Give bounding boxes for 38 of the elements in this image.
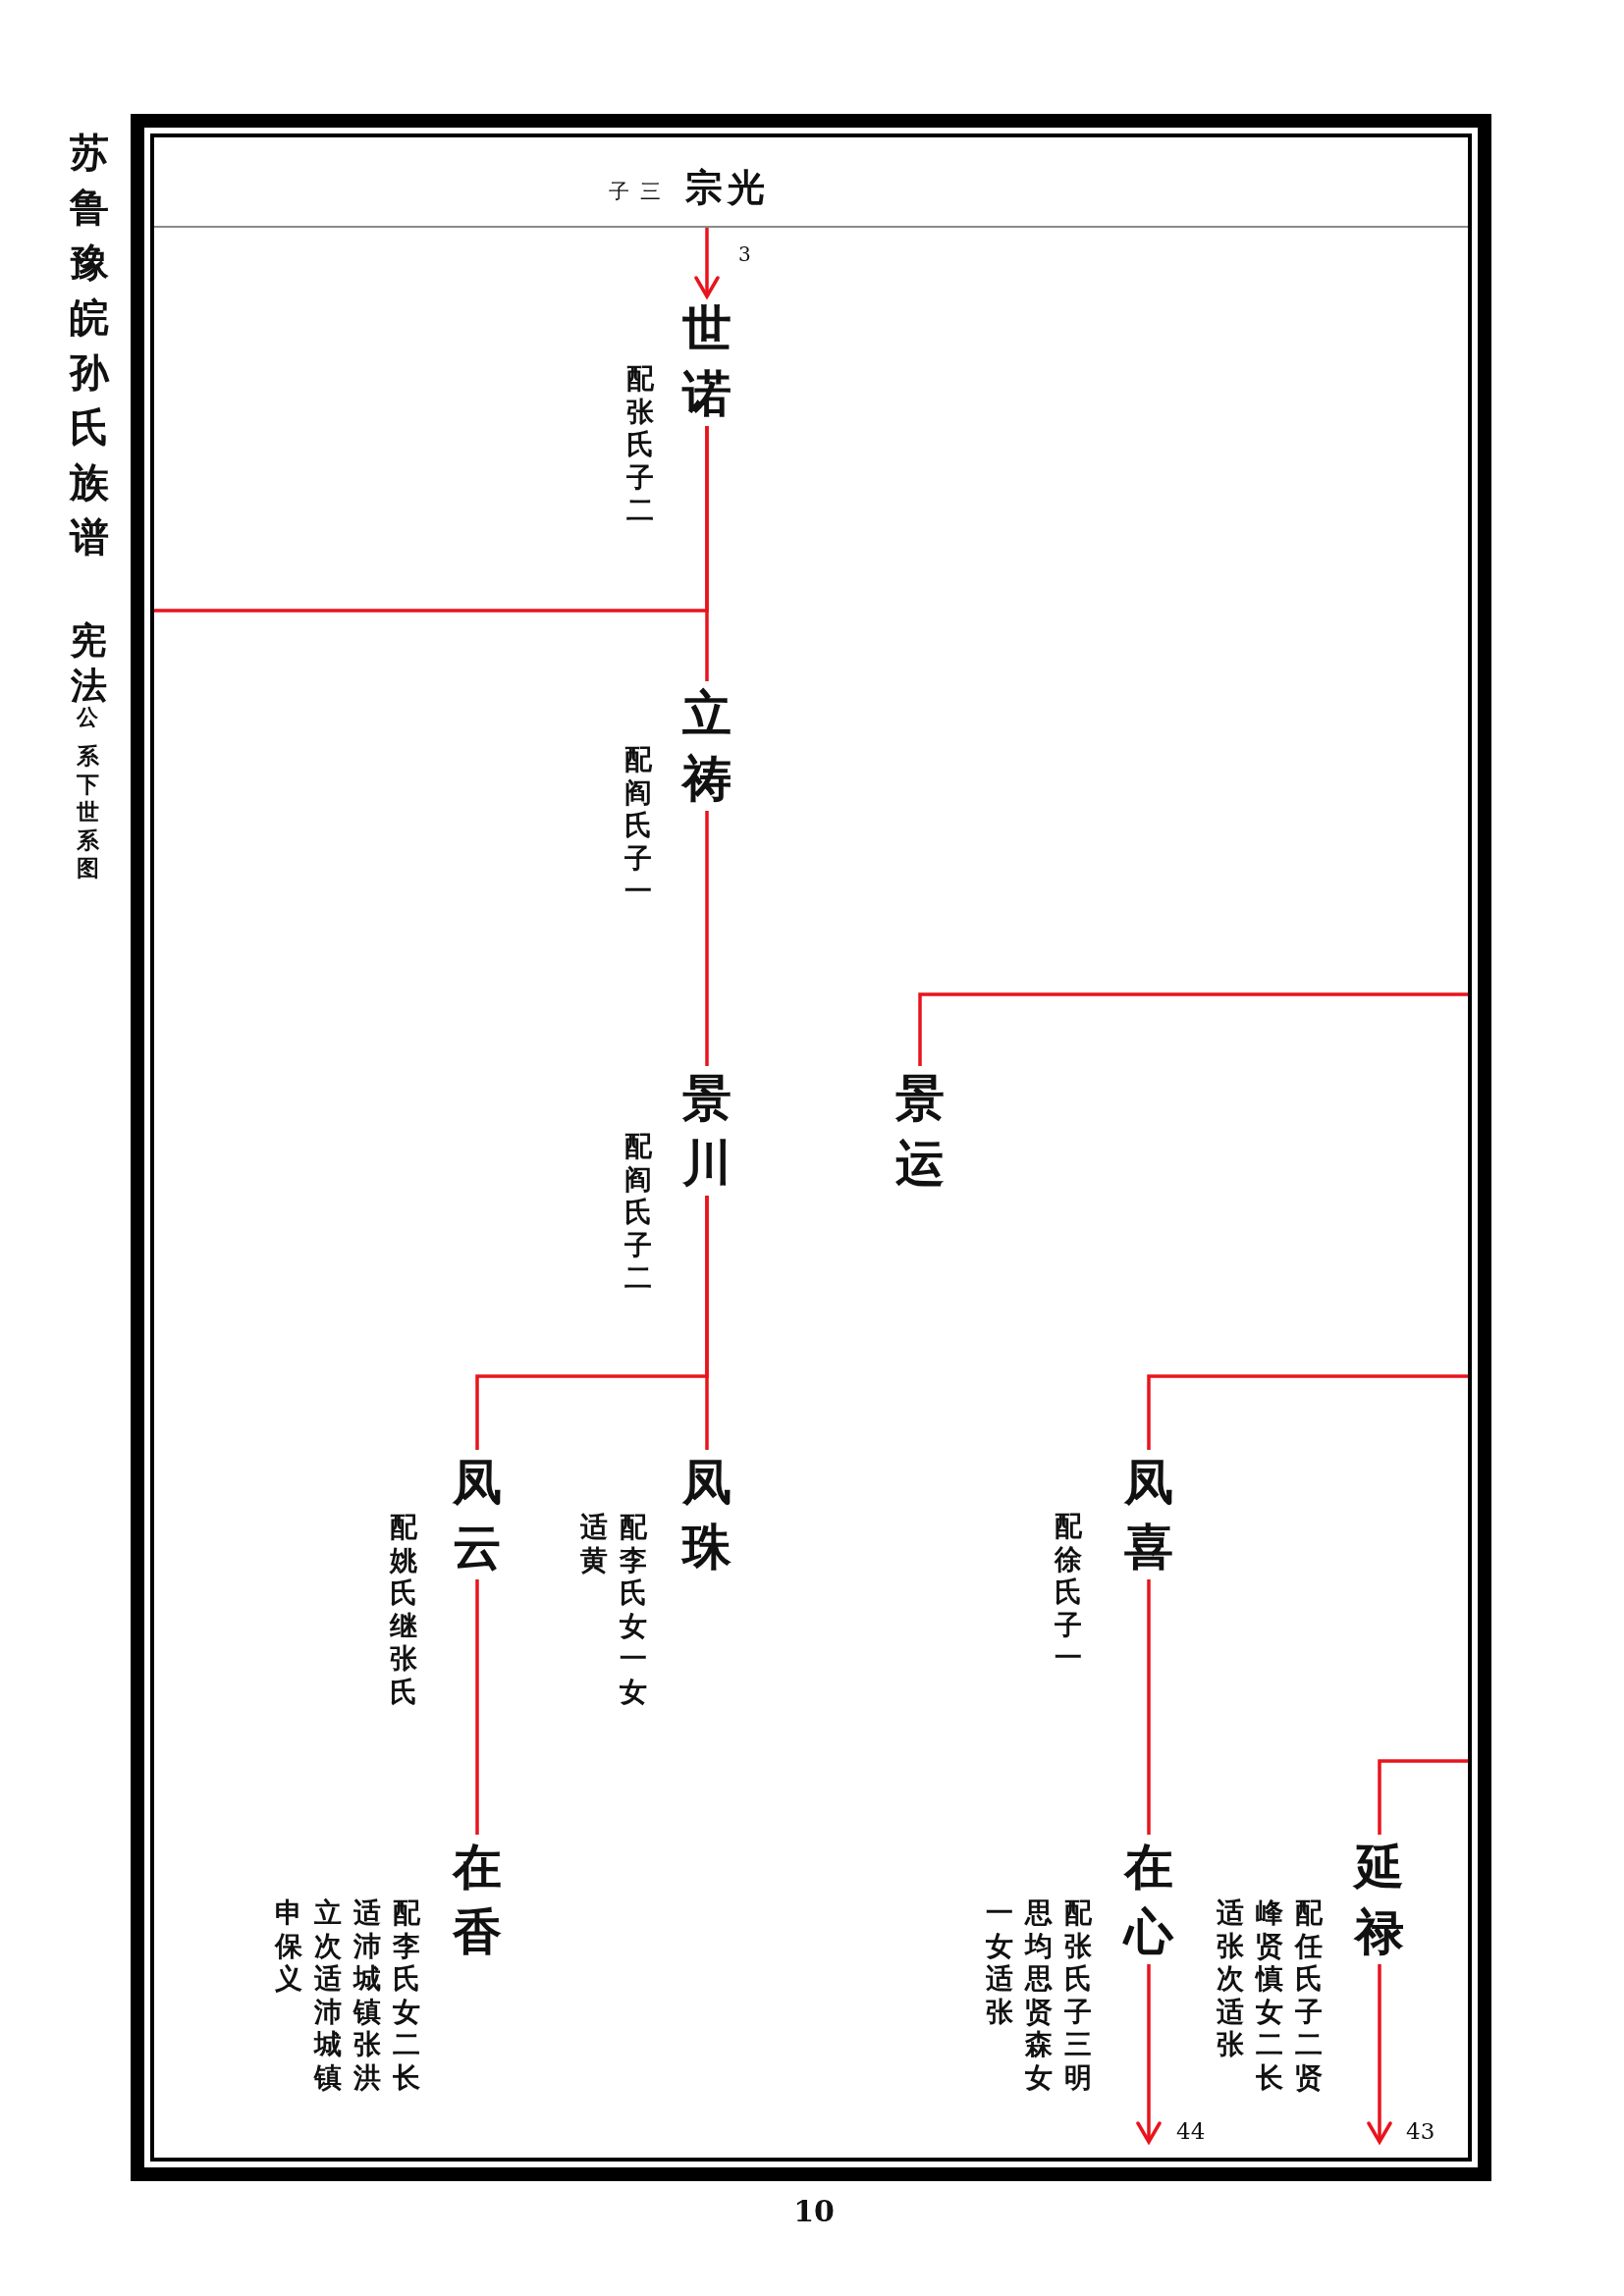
person-name: 世诺 — [681, 296, 732, 426]
person-note: 配李氏女二长适沛城镇张洪立次适沛城镇申保义 — [274, 1896, 420, 2096]
ancestor-name: 宪法 — [69, 617, 108, 707]
person-name: 宗光 — [685, 169, 770, 206]
page-reference: 3 — [736, 244, 753, 264]
lineage-arrow — [1367, 1964, 1392, 2144]
person-name: 凤云 — [452, 1450, 503, 1579]
lineage-line — [1147, 1374, 1468, 1450]
person-note: 配徐氏子一 — [1054, 1510, 1082, 1676]
person-name: 延禄 — [1354, 1835, 1405, 1964]
person-note: 配阎氏子一 — [623, 743, 652, 909]
lineage-line — [1147, 1579, 1151, 1835]
lineage-line — [1378, 1759, 1468, 1835]
subtitle-text: 系下世系图 — [75, 742, 100, 882]
lineage-line — [918, 992, 1468, 1066]
person-name: 在心 — [1123, 1835, 1174, 1964]
person-name: 凤珠 — [681, 1450, 732, 1579]
page-number: 10 — [793, 2197, 835, 2226]
person-note: 配姚氏继张氏 — [389, 1511, 417, 1710]
person-name: 在香 — [452, 1835, 503, 1964]
person-note: 配任氏子二贤峰贤慎女二长适张次适张 — [1216, 1896, 1323, 2096]
person-note: 配阎氏子二 — [623, 1130, 652, 1296]
person-name: 景川 — [681, 1066, 732, 1196]
lineage-line — [705, 811, 709, 1066]
person-name: 立祷 — [681, 681, 732, 811]
person-note: 配张氏子三明思均思贤森女一女适张 — [985, 1896, 1092, 2096]
person-note: 配张氏子二 — [625, 362, 654, 528]
person-name: 凤喜 — [1123, 1450, 1174, 1579]
lineage-line — [705, 1196, 709, 1450]
honorific-text: 公 — [76, 704, 99, 729]
lineage-arrow — [694, 228, 720, 298]
rank-label: 子三 — [609, 182, 672, 202]
person-name: 景运 — [894, 1066, 946, 1196]
lineage-arrow — [1136, 1964, 1162, 2144]
genealogy-title: 苏鲁豫皖孙氏族谱 — [69, 128, 110, 561]
lineage-line — [475, 1579, 479, 1835]
person-note: 配李氏女一女适黄 — [579, 1511, 647, 1710]
lineage-line — [154, 426, 709, 613]
